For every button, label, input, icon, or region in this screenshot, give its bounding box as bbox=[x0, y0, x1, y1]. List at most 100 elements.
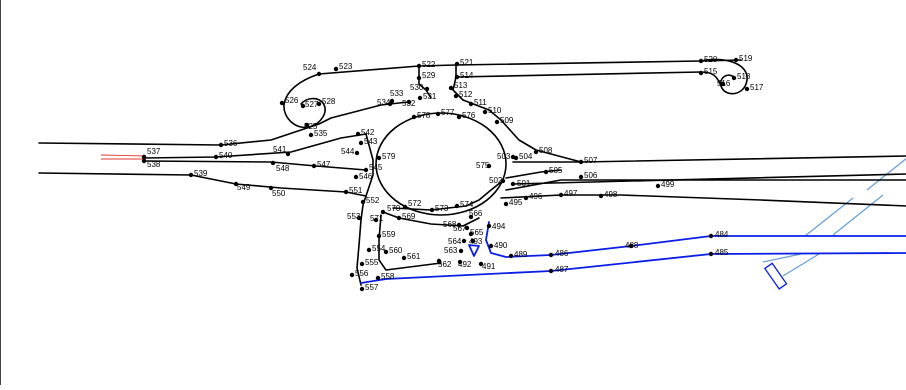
node-point-528[interactable] bbox=[316, 101, 322, 107]
node-point-488[interactable] bbox=[628, 243, 634, 249]
node-point-536[interactable] bbox=[218, 142, 224, 148]
node-point-571[interactable] bbox=[373, 217, 379, 223]
node-point-537[interactable] bbox=[141, 154, 147, 160]
node-point-553[interactable] bbox=[356, 215, 362, 221]
node-point-511[interactable] bbox=[468, 101, 474, 107]
node-point-489[interactable] bbox=[508, 253, 514, 259]
node-point-504[interactable] bbox=[513, 155, 519, 161]
node-point-526[interactable] bbox=[279, 100, 285, 106]
node-point-547[interactable] bbox=[311, 163, 317, 169]
node-point-494[interactable] bbox=[486, 223, 492, 229]
node-point-529[interactable] bbox=[416, 75, 422, 81]
node-point-525[interactable] bbox=[304, 122, 310, 128]
node-point-561[interactable] bbox=[401, 255, 407, 261]
node-point-534[interactable] bbox=[387, 101, 393, 107]
node-point-520[interactable] bbox=[698, 58, 704, 64]
node-point-499[interactable] bbox=[655, 183, 661, 189]
node-point-505[interactable] bbox=[543, 169, 549, 175]
node-point-497[interactable] bbox=[558, 192, 564, 198]
node-point-557[interactable] bbox=[359, 286, 365, 292]
node-point-546[interactable] bbox=[353, 174, 359, 180]
node-point-510[interactable] bbox=[482, 109, 488, 115]
node-label-553: 553 bbox=[347, 212, 361, 221]
node-point-501[interactable] bbox=[510, 181, 516, 187]
node-point-484[interactable] bbox=[708, 233, 714, 239]
node-point-567[interactable] bbox=[464, 225, 470, 231]
node-point-509[interactable] bbox=[494, 119, 500, 125]
node-point-550[interactable] bbox=[268, 185, 274, 191]
node-point-517[interactable] bbox=[744, 86, 750, 92]
node-label-550: 550 bbox=[272, 189, 286, 198]
node-point-552[interactable] bbox=[360, 199, 366, 205]
node-point-542[interactable] bbox=[355, 131, 361, 137]
node-point-518[interactable] bbox=[731, 75, 737, 81]
node-point-575[interactable] bbox=[486, 163, 492, 169]
node-point-551[interactable] bbox=[343, 189, 349, 195]
node-point-577[interactable] bbox=[435, 111, 441, 117]
node-point-576[interactable] bbox=[456, 114, 462, 120]
node-point-495[interactable] bbox=[503, 201, 509, 207]
node-point-527[interactable] bbox=[300, 103, 306, 109]
node-point-485[interactable] bbox=[708, 251, 714, 257]
node-point-530[interactable] bbox=[424, 86, 430, 92]
node-point-498[interactable] bbox=[598, 193, 604, 199]
node-point-563[interactable] bbox=[458, 248, 464, 254]
node-label-537: 537 bbox=[147, 147, 161, 156]
node-point-560[interactable] bbox=[383, 249, 389, 255]
node-point-566[interactable] bbox=[468, 214, 474, 220]
node-point-502[interactable] bbox=[500, 178, 506, 184]
node-point-569[interactable] bbox=[396, 215, 402, 221]
node-point-519[interactable] bbox=[733, 57, 739, 63]
node-point-524[interactable] bbox=[316, 71, 322, 77]
node-label-521: 521 bbox=[460, 58, 474, 67]
node-point-487[interactable] bbox=[548, 268, 554, 274]
node-point-508[interactable] bbox=[533, 149, 539, 155]
node-point-507[interactable] bbox=[578, 159, 584, 165]
node-point-572[interactable] bbox=[402, 204, 408, 210]
node-point-496[interactable] bbox=[523, 195, 529, 201]
node-point-570[interactable] bbox=[380, 209, 386, 215]
node-point-579[interactable] bbox=[376, 155, 382, 161]
node-point-558[interactable] bbox=[375, 275, 381, 281]
node-point-578[interactable] bbox=[411, 114, 417, 120]
node-point-564[interactable] bbox=[461, 238, 467, 244]
node-point-491[interactable] bbox=[478, 261, 484, 267]
node-point-548[interactable] bbox=[270, 160, 276, 166]
node-point-506[interactable] bbox=[578, 174, 584, 180]
node-point-543[interactable] bbox=[358, 140, 364, 146]
node-point-515[interactable] bbox=[698, 70, 704, 76]
node-point-568[interactable] bbox=[456, 222, 462, 228]
node-point-532[interactable] bbox=[406, 99, 412, 105]
node-point-574[interactable] bbox=[454, 203, 460, 209]
node-point-573[interactable] bbox=[429, 207, 435, 213]
node-point-559[interactable] bbox=[376, 233, 382, 239]
node-point-492[interactable] bbox=[457, 259, 463, 265]
node-point-541[interactable] bbox=[285, 151, 291, 157]
node-point-521[interactable] bbox=[454, 61, 460, 67]
node-point-512[interactable] bbox=[453, 93, 459, 99]
node-point-523[interactable] bbox=[333, 66, 339, 72]
node-point-544[interactable] bbox=[354, 150, 360, 156]
node-point-565[interactable] bbox=[468, 231, 474, 237]
node-point-562[interactable] bbox=[436, 258, 442, 264]
node-point-513[interactable] bbox=[448, 85, 454, 91]
node-point-486[interactable] bbox=[548, 252, 554, 258]
node-point-535[interactable] bbox=[308, 132, 314, 138]
node-point-538[interactable] bbox=[141, 158, 147, 164]
node-point-554[interactable] bbox=[366, 247, 372, 253]
node-point-516[interactable] bbox=[720, 81, 726, 87]
node-point-493[interactable] bbox=[470, 238, 476, 244]
node-point-549[interactable] bbox=[233, 181, 239, 187]
node-point-556[interactable] bbox=[349, 272, 355, 278]
node-point-545[interactable] bbox=[363, 167, 369, 173]
node-point-490[interactable] bbox=[488, 243, 494, 249]
node-point-540[interactable] bbox=[213, 154, 219, 160]
node-point-539[interactable] bbox=[188, 172, 194, 178]
node-label-538: 538 bbox=[147, 160, 161, 169]
node-point-555[interactable] bbox=[359, 261, 365, 267]
node-point-514[interactable] bbox=[454, 74, 460, 80]
node-point-531[interactable] bbox=[417, 95, 423, 101]
node-point-522[interactable] bbox=[416, 63, 422, 69]
